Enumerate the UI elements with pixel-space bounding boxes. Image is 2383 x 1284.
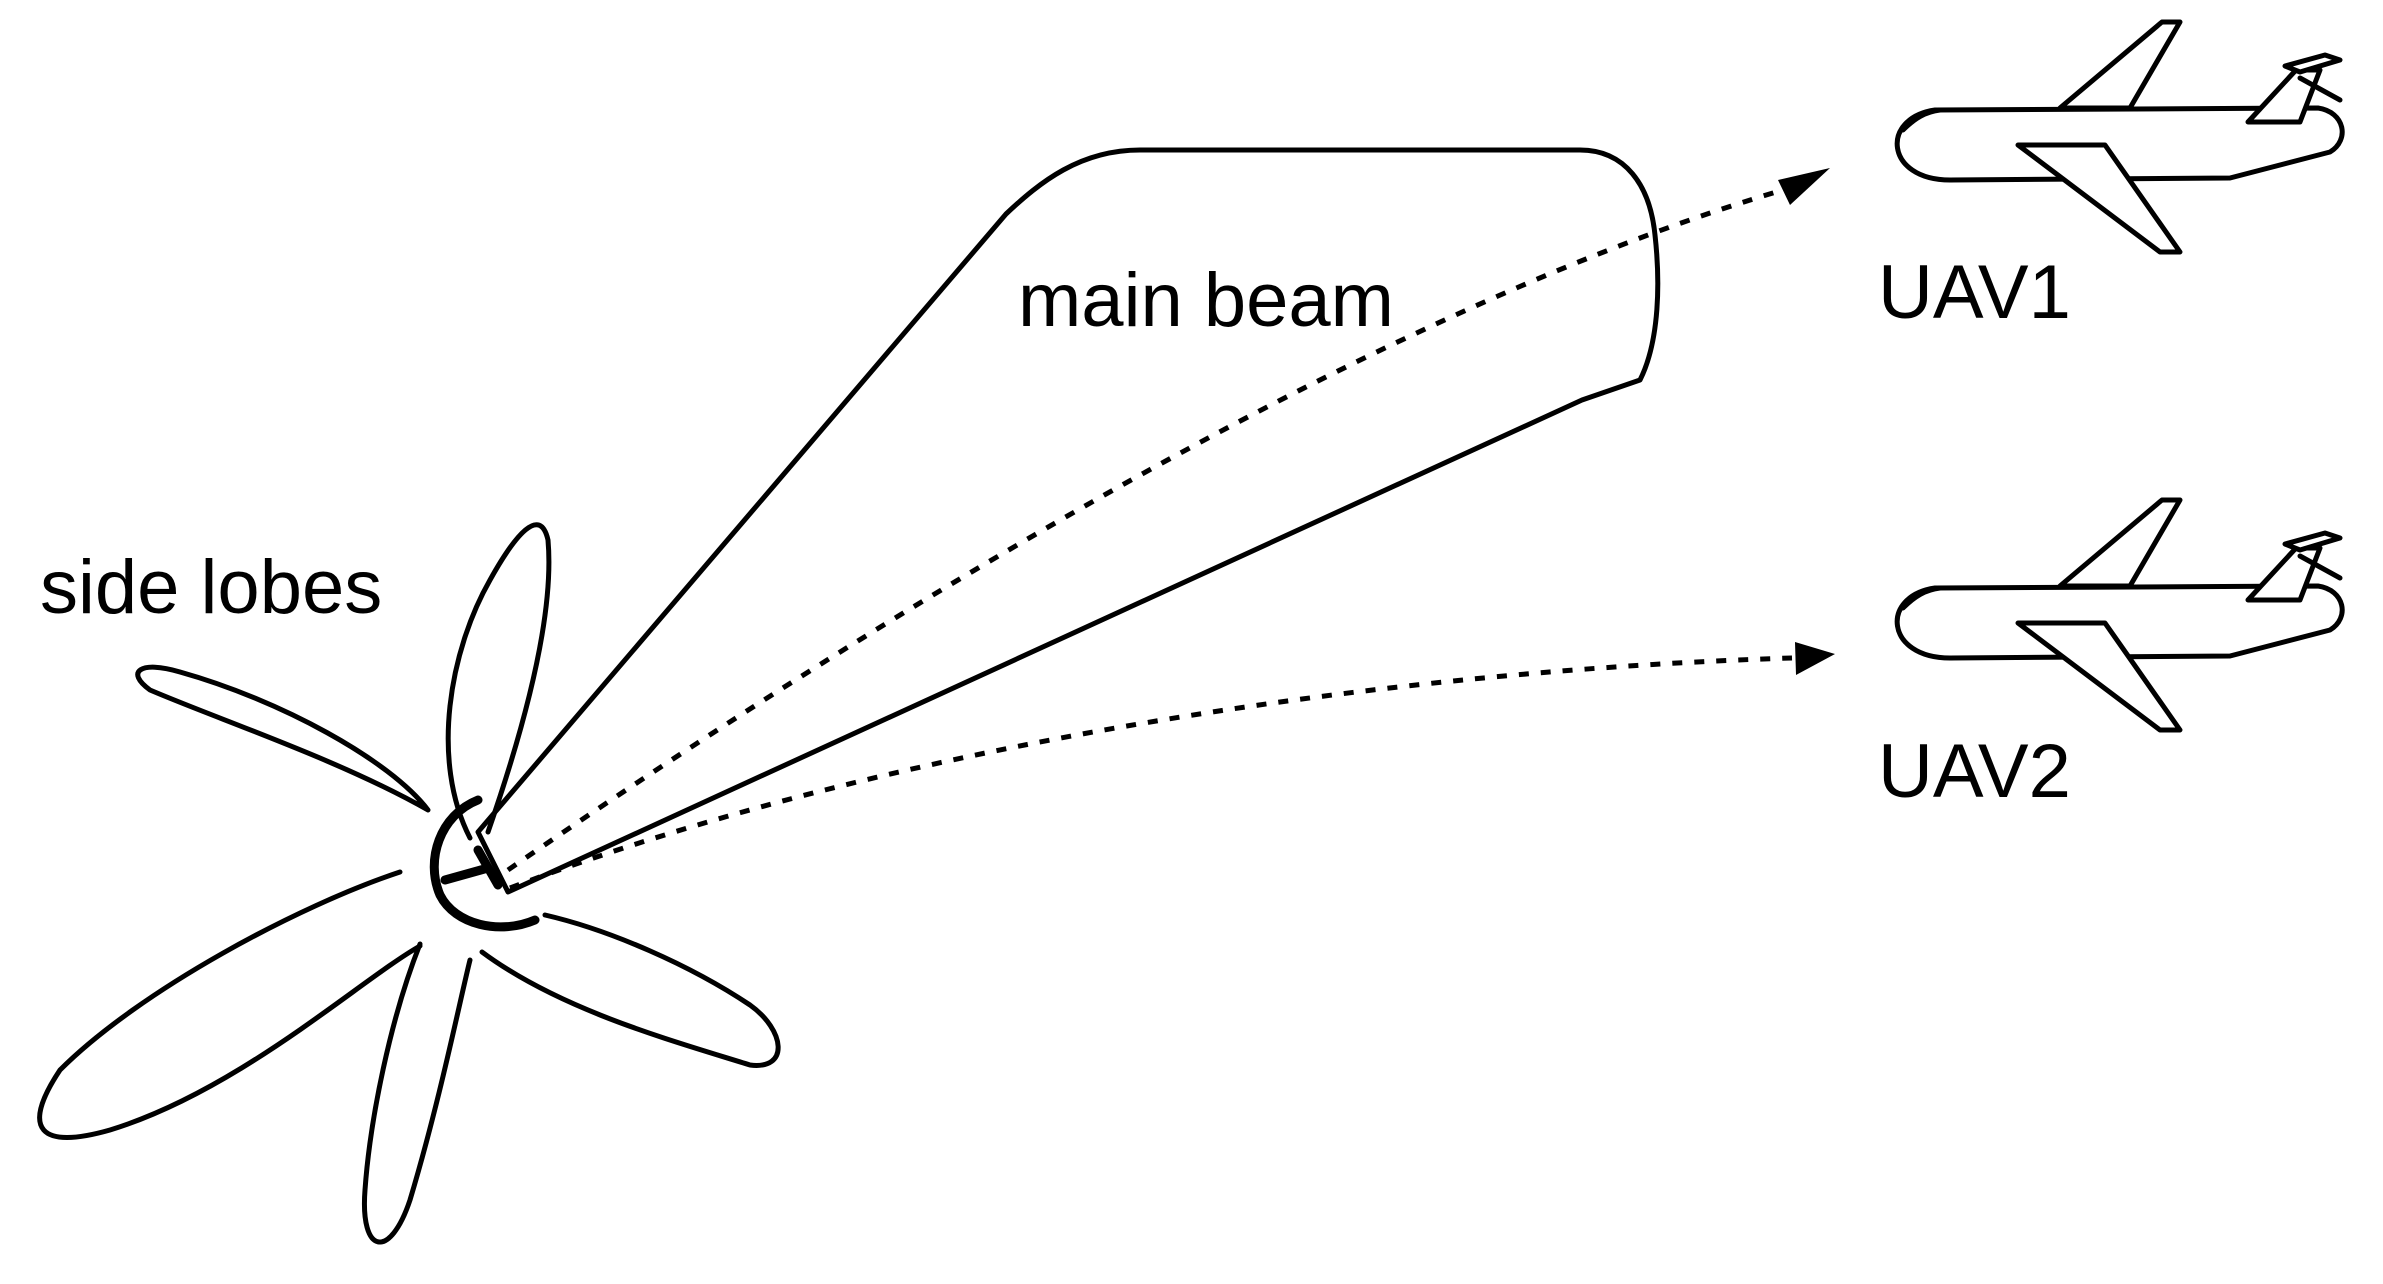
uav2-label: UAV2 xyxy=(1878,729,2071,814)
side-lobes xyxy=(37,522,781,1245)
main-beam-lobe xyxy=(475,147,1661,895)
link-arrow-uav1 xyxy=(506,185,1791,873)
airplane-icon xyxy=(1897,22,2342,252)
uav1-label: UAV1 xyxy=(1878,250,2071,335)
arrowhead-uav2 xyxy=(1795,642,1835,675)
arrowhead-uav1 xyxy=(1778,168,1830,205)
main-beam-label: main beam xyxy=(1018,258,1394,343)
side-lobes-label: side lobes xyxy=(40,545,382,630)
dish-antenna-icon xyxy=(429,795,540,932)
airplane-icon xyxy=(1897,500,2342,730)
link-arrow-uav2 xyxy=(509,655,1793,891)
